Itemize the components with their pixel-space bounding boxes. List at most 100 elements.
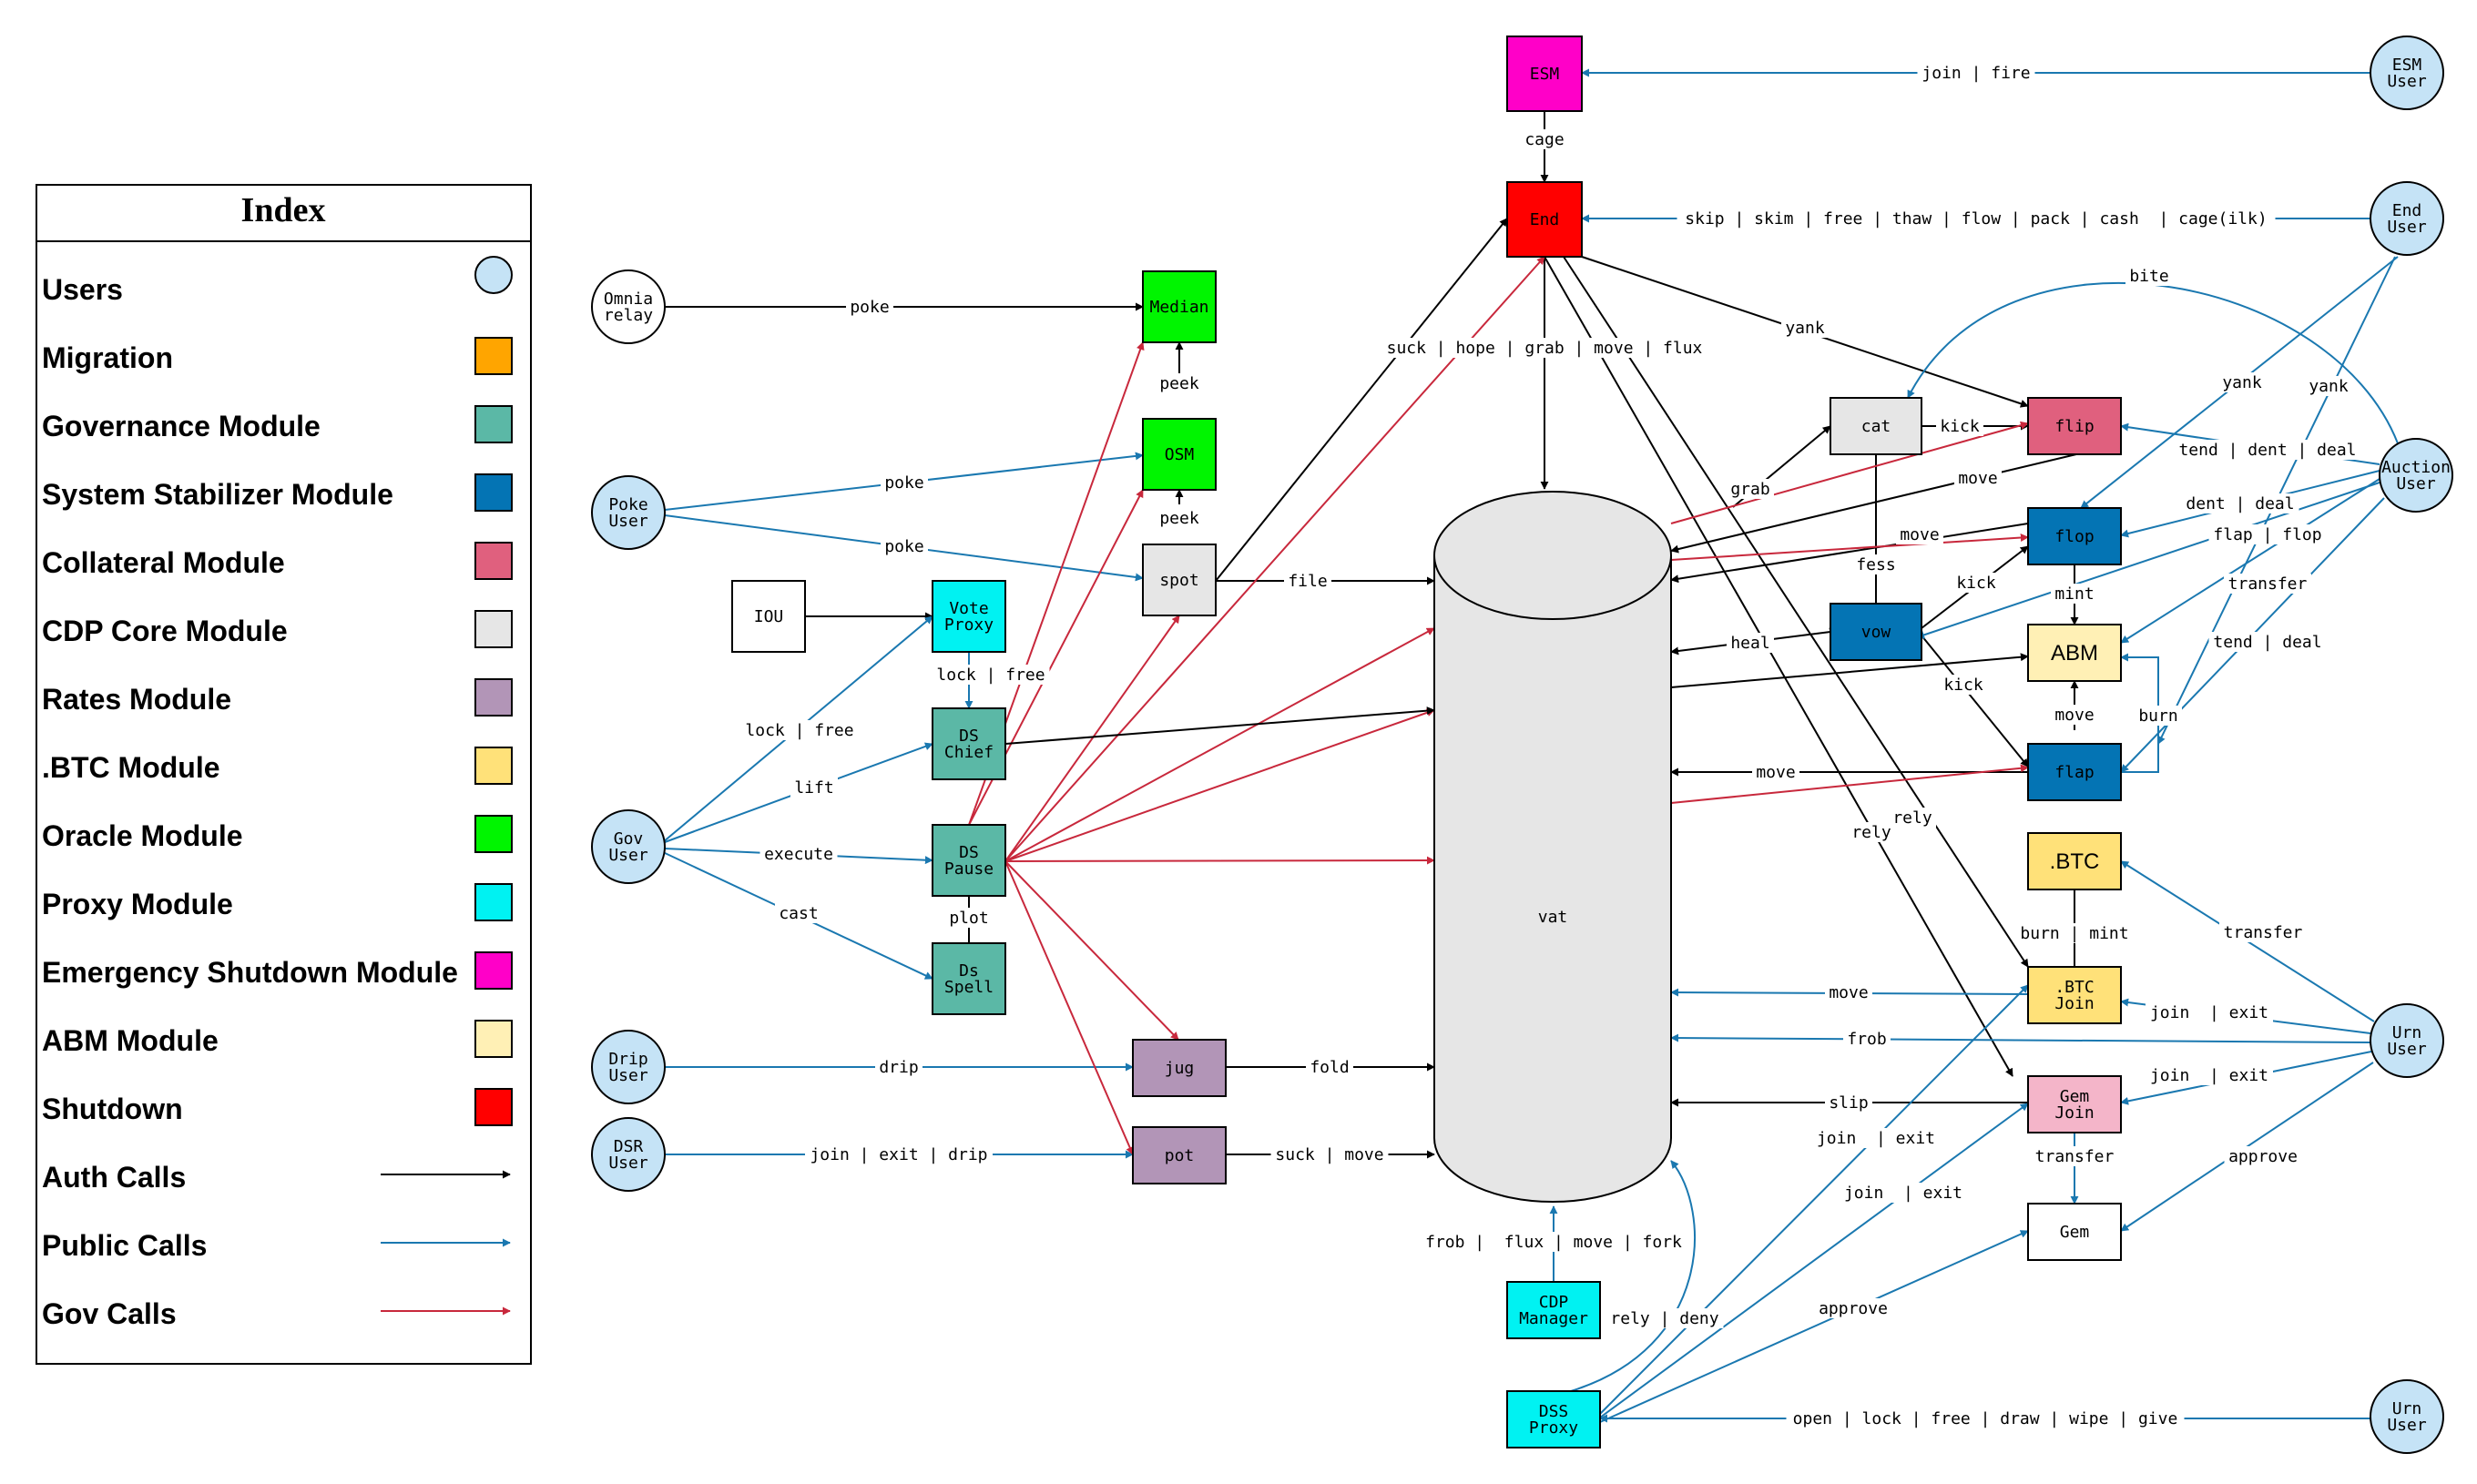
edge-label: join | exit [2150, 1066, 2268, 1085]
edge-label-bg [2146, 1065, 2273, 1085]
public-call-edge [2120, 478, 2380, 644]
node-btcjoin-shape [2027, 966, 2122, 1024]
edge-label-bg [1284, 571, 1331, 591]
index-swatch [474, 815, 513, 853]
edge-label-bg [2305, 376, 2352, 396]
edge-label: rely [1851, 823, 1891, 842]
node-gem-label: Gem [2060, 1223, 2090, 1242]
edge-label-bg [1381, 338, 1708, 358]
edge-label: suck | move [1275, 1145, 1383, 1164]
auth-call-edge [1004, 706, 1435, 745]
edge-label: poke [850, 298, 889, 317]
node-urnuser1-label: Urn [2392, 1023, 2422, 1042]
node-dssproxy-shape [1506, 1390, 1601, 1448]
node-abm-shape [2027, 624, 2122, 682]
index-item-label: Governance Module [42, 410, 321, 442]
edge-label-bg [881, 536, 928, 556]
edge-label-bg [846, 297, 893, 317]
node-osm-shape [1142, 418, 1217, 491]
vat-cylinder-body [1433, 555, 1672, 1203]
edge-label: yank [2222, 373, 2262, 392]
edge-label-bg [2208, 524, 2327, 544]
node-osm-label: OSM [1165, 445, 1195, 464]
node-flip-shape [2027, 397, 2122, 455]
index-item: .BTC Module [42, 747, 513, 785]
node-voteproxy-label: Vote [949, 599, 988, 618]
auth-call-edge [1670, 453, 2077, 554]
gov-call-edge [1004, 860, 1179, 1041]
edge-label-bg [2218, 372, 2266, 392]
edge-label-bg [805, 1144, 993, 1164]
node-median-label: Median [1149, 298, 1208, 317]
edge-label: move [1900, 525, 1939, 544]
node-btc: .BTC [2027, 832, 2122, 890]
edge-label: transfer [2224, 923, 2303, 942]
node-iou-label: IOU [754, 607, 784, 626]
node-pokeuser-label: Poke [608, 495, 647, 514]
node-dspause-label: Pause [944, 859, 994, 879]
node-voteproxy-shape [932, 580, 1006, 653]
node-enduser-label: End [2392, 201, 2422, 220]
vat-label: vat [1538, 908, 1568, 927]
edge-label: kick [1943, 676, 1983, 695]
edge-label: cage [1524, 130, 1564, 149]
index-item: Oracle Module [42, 815, 513, 853]
node-dripuser-label: User [608, 1066, 648, 1085]
node-end: End [1506, 181, 1583, 258]
edge-label: join | fire [1921, 64, 2030, 83]
node-esmuser-shape [2370, 36, 2444, 110]
node-esm: ESM [1506, 36, 1583, 112]
edge-label-bg [2208, 632, 2327, 652]
edge-label: move [1829, 983, 1868, 1002]
node-flop-shape [2027, 507, 2122, 565]
edge-label-bg [1521, 129, 1568, 149]
edge-label: yank [2309, 377, 2349, 396]
node-gemjoin-shape [2027, 1075, 2122, 1133]
node-dssproxy-label: DSS [1539, 1402, 1569, 1421]
edge-label: poke [884, 537, 923, 556]
edge-label: file [1288, 572, 1327, 591]
node-esm-shape [1506, 36, 1583, 112]
node-dsruser-shape [591, 1117, 666, 1192]
node-dspause-shape [932, 824, 1006, 897]
index-item-label: Migration [42, 341, 173, 374]
node-flop: flop [2027, 507, 2122, 565]
edge-label-bg [1156, 508, 1203, 528]
edge-label: open | lock | free | draw | wipe | give [1793, 1409, 2178, 1428]
index-swatch [474, 951, 513, 990]
public-call-edge [1599, 1103, 2029, 1418]
node-dschief-label: Chief [944, 743, 994, 762]
edge-label-bg [2051, 705, 2098, 725]
node-vow-label: vow [1861, 623, 1891, 642]
edge-label: mint [2054, 584, 2094, 604]
edge-label-bg [1677, 208, 2276, 229]
edge-label-bg [1727, 479, 1774, 499]
index-item: CDP Core Module [42, 610, 513, 648]
node-cat: cat [1830, 397, 1922, 455]
edge-label: fess [1856, 555, 1895, 574]
edge-label-bg [1896, 524, 1943, 544]
node-spot-shape [1142, 544, 1217, 616]
edge-label-bg [1852, 554, 1900, 574]
node-flip-label: flip [2054, 417, 2094, 436]
index-swatch [474, 678, 513, 717]
edge-label: approve [1819, 1299, 1888, 1318]
index-swatch [474, 1020, 513, 1058]
node-pokeuser-label: User [608, 512, 648, 531]
edge-label: skip | skim | free | thaw | flow | pack … [1685, 209, 2267, 229]
node-flip: flip [2027, 397, 2122, 455]
node-enduser-shape [2370, 181, 2444, 256]
edge-label: lock | free [936, 666, 1045, 685]
node-osm: OSM [1142, 418, 1217, 491]
edge-label-bg [1954, 468, 2002, 488]
node-dsruser-label: User [608, 1154, 648, 1173]
edge-label-bg [2219, 922, 2307, 942]
node-flap: flap [2027, 743, 2122, 801]
edge-label: yank [1785, 319, 1825, 338]
edge-label-bg [2181, 493, 2299, 513]
